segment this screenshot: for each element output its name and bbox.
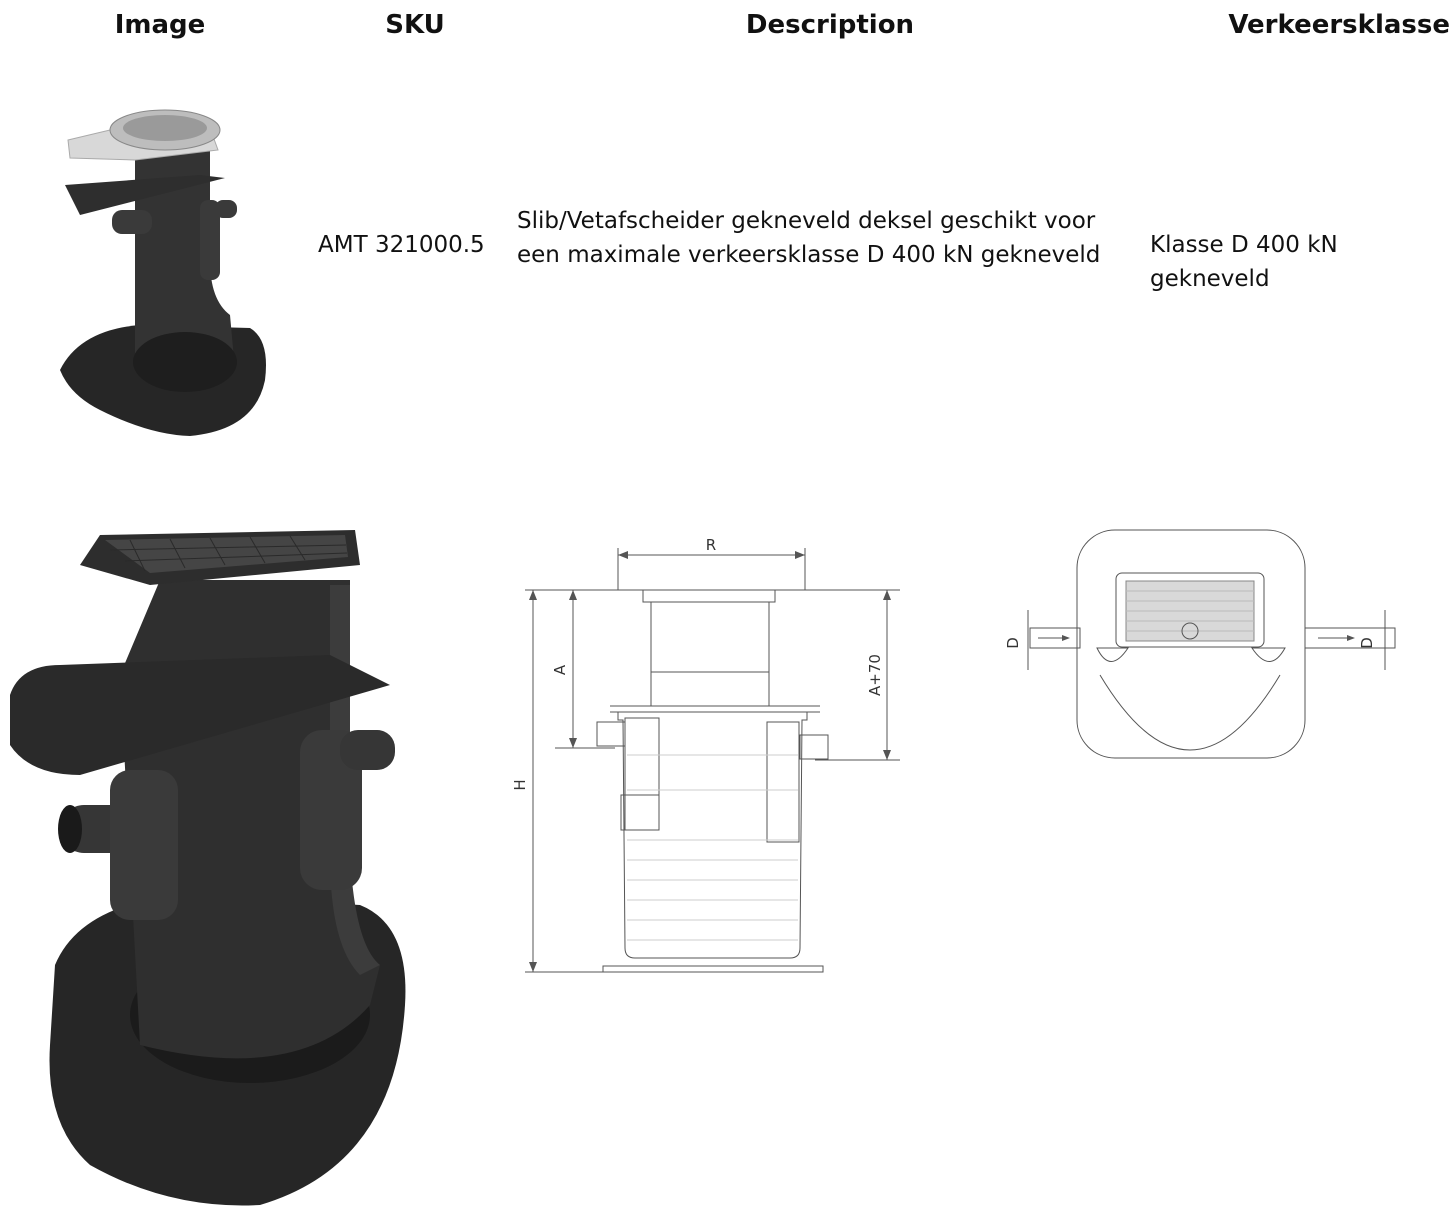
dimension-label-a70: A+70 [866, 654, 884, 696]
sku-cell: AMT 321000.5 [318, 232, 485, 258]
product-large-image [10, 530, 406, 1206]
header-sku: SKU [385, 10, 445, 40]
verkeersklasse-cell: Klasse D 400 kN gekneveld [1150, 232, 1338, 292]
dimension-label-h: H [511, 779, 529, 790]
header-description: Description [745, 10, 915, 40]
dimension-label-d-right: D [1358, 637, 1376, 649]
dimension-label-r: R [706, 536, 716, 554]
header-verkeersklasse: Verkeersklasse [1228, 10, 1450, 40]
product-thumbnail-image [60, 109, 266, 436]
header-image: Image [114, 10, 206, 40]
description-cell: Slib/Vetafscheider gekneveld deksel gesc… [517, 208, 1101, 268]
top-view-drawing: D D [1004, 529, 1396, 759]
side-section-drawing: R H A A+70 [511, 536, 900, 973]
dimension-label-d-left: D [1004, 637, 1022, 649]
dimension-label-a: A [551, 664, 569, 675]
